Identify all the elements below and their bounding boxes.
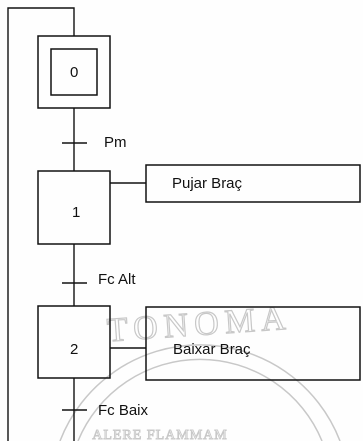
action-label-2: Baixar Braç [173, 341, 251, 358]
transition-condition-fc-baix: Fc Baix [98, 402, 149, 419]
step-1-number: 1 [72, 204, 81, 221]
svg-text:ALERE FLAMMAM: ALERE FLAMMAM [92, 428, 228, 441]
step-0-number: 0 [70, 64, 79, 81]
watermark-seal: TONOMA ALERE FLAMMAM [59, 299, 341, 441]
return-loop [7, 7, 75, 441]
action-box-1 [145, 164, 361, 203]
transition-condition-pm: Pm [104, 134, 127, 151]
step-2-number: 2 [70, 341, 79, 358]
action-label-1: Pujar Braç [172, 175, 243, 192]
transition-condition-fc-alt: Fc Alt [98, 271, 136, 288]
action-box-2 [145, 306, 361, 381]
